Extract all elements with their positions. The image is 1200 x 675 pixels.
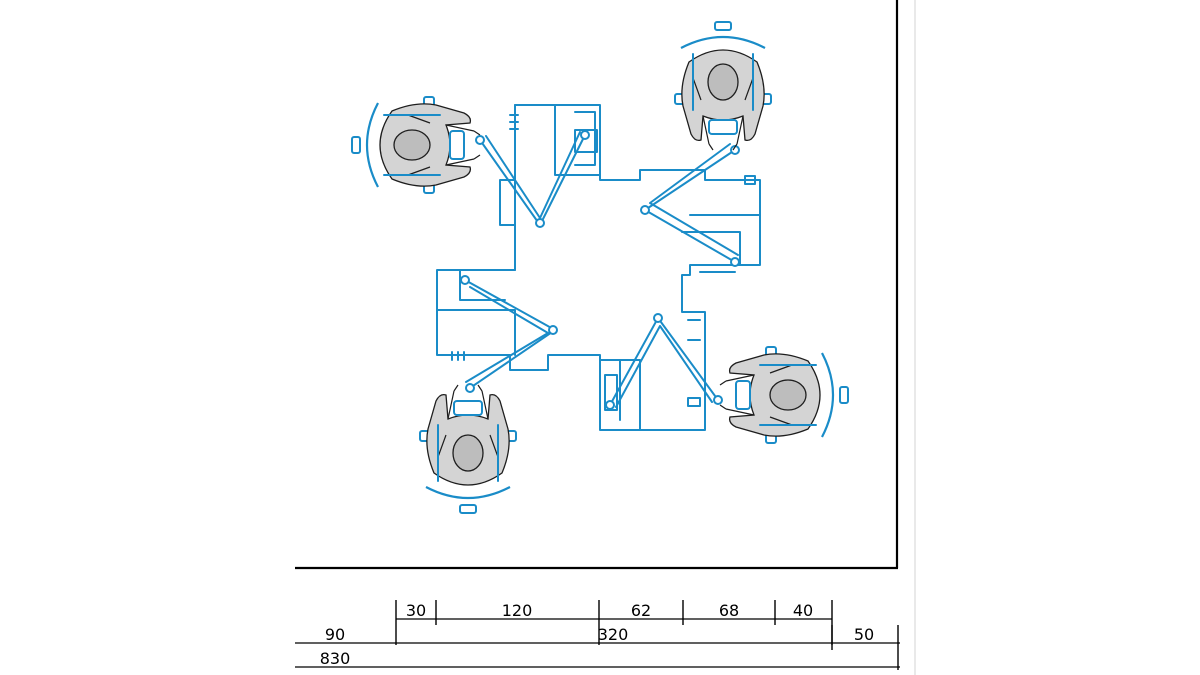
monitor-arm-1 [475, 130, 590, 228]
dim-label-40: 40 [793, 601, 813, 620]
dim-label-30: 30 [406, 601, 426, 620]
dim-label-50: 50 [854, 625, 874, 644]
person-workstation-top-left [350, 95, 482, 195]
dim-label-320: 320 [598, 625, 629, 644]
dimension-row-3: 830 [295, 649, 900, 668]
dimension-row-1: 30 120 62 68 40 [395, 600, 833, 645]
monitor-arm-2 [640, 143, 740, 267]
dim-label-830: 830 [320, 649, 351, 668]
monitor-arm-3 [460, 275, 558, 393]
monitor-arm-4 [605, 313, 723, 410]
dim-label-120: 120 [502, 601, 533, 620]
person-workstation-bottom-right [718, 345, 850, 445]
person-workstation-top-right [673, 20, 773, 152]
dim-label-90: 90 [325, 625, 345, 644]
dim-label-68: 68 [719, 601, 739, 620]
person-workstation-bottom-left [418, 383, 518, 515]
dimension-row-2: 90 320 50 [295, 625, 900, 670]
dim-label-62: 62 [631, 601, 651, 620]
central-table-cluster [436, 104, 761, 431]
